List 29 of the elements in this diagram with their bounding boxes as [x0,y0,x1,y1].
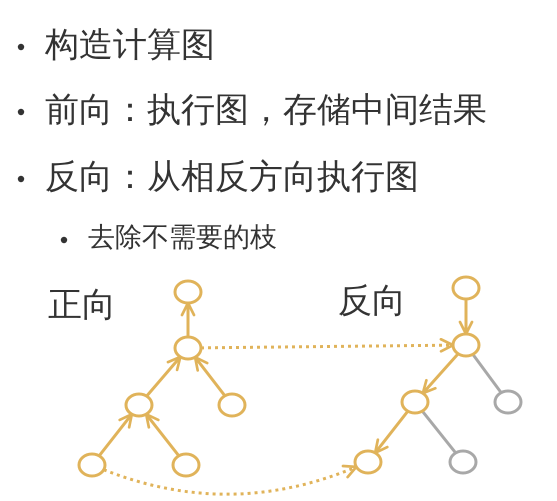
arrow [146,356,182,398]
line [472,353,502,394]
circle-node [173,279,203,305]
circle-node [400,389,430,415]
circle-node [217,392,247,418]
arrow [180,302,196,337]
line [421,410,457,454]
arrow [458,299,474,336]
bullet-text: 构造计算图 [45,28,215,62]
arrow [98,412,134,457]
bullet-text: 去除不需要的枝 [88,224,277,251]
arrow [194,356,226,397]
arrow [103,464,358,496]
heading-text: 反向 [338,284,406,318]
circle-node [451,275,481,301]
bullet-text: 反向：从相反方向执行图 [45,160,419,194]
circle-node [448,449,478,475]
circle-node [171,452,201,478]
circle-node [77,452,107,478]
circle-node [173,335,203,361]
circle-node [353,449,383,475]
heading-text: 正向 [48,288,116,322]
bullet-text: 前向：执行图，存储中间结果 [45,93,487,127]
circle-node [451,332,481,358]
arrow [144,412,180,457]
arrow [374,410,409,454]
circle-node [493,389,523,415]
arrow [422,352,460,395]
circle-node [124,392,154,418]
